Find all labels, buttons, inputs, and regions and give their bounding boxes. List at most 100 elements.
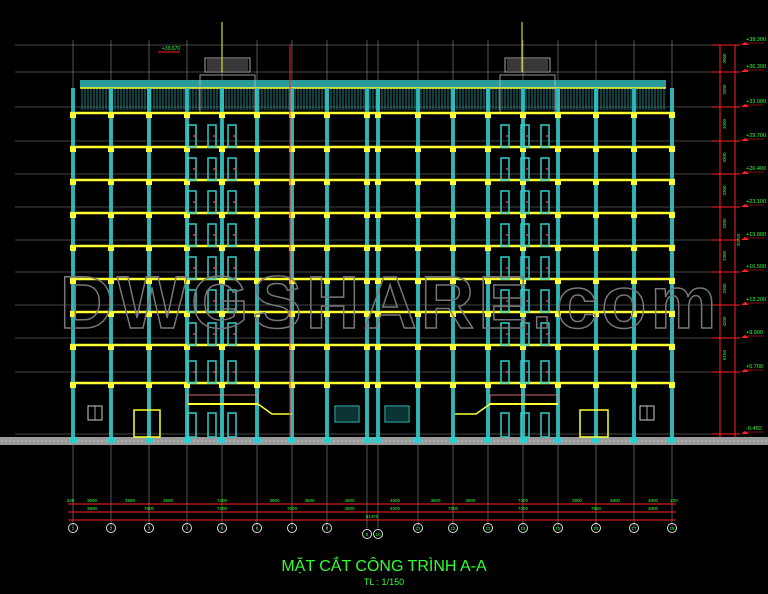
level-marker [741, 204, 749, 207]
ground-hatch-dot [473, 440, 475, 442]
ground-hatch-dot [229, 440, 231, 442]
dimension-text: 3900 [269, 498, 280, 503]
ground-hatch-dot [533, 440, 535, 442]
column-capital [485, 112, 491, 118]
door-handle [193, 300, 195, 302]
door [500, 322, 510, 346]
door-handle [233, 135, 235, 137]
door [540, 256, 550, 280]
door-handle [193, 168, 195, 170]
ground-hatch-dot [585, 440, 587, 442]
column-capital [375, 382, 381, 388]
column-capital [593, 112, 599, 118]
column-capital [669, 245, 675, 251]
door-handle [506, 333, 508, 335]
door-handle [546, 135, 548, 137]
door [207, 412, 217, 438]
ground-hatch-dot [301, 440, 303, 442]
elevation-label: +23.100 [746, 199, 766, 205]
door [540, 289, 550, 313]
column-footing [374, 437, 382, 443]
door [520, 157, 530, 181]
ground-hatch-dot [509, 440, 511, 442]
ground-hatch-dot [169, 440, 171, 442]
column-capital [146, 344, 152, 350]
ground-hatch-dot [529, 440, 531, 442]
dimension-text: 3900 [465, 498, 476, 503]
column-footing [414, 437, 422, 443]
column-capital [289, 278, 295, 284]
column-capital [184, 179, 190, 185]
door [187, 289, 197, 313]
column-capital [219, 382, 225, 388]
ground-hatch-dot [749, 440, 751, 442]
axis-bubble [413, 523, 423, 533]
door-handle [213, 371, 215, 373]
level-marker [741, 369, 749, 372]
column-capital [375, 278, 381, 284]
watermark: DWGSHARE.com [60, 261, 721, 344]
column-capital [593, 179, 599, 185]
axis-label: 18 [669, 526, 675, 531]
column-footing [253, 437, 261, 443]
axis-label: 5 [221, 526, 224, 531]
storey-height-label: 3300 [722, 152, 727, 163]
axis-bubble [667, 523, 677, 533]
column-capital [324, 179, 330, 185]
ground-hatch-dot [701, 440, 703, 442]
door-handle [213, 168, 215, 170]
column-capital [184, 146, 190, 152]
column-capital [631, 245, 637, 251]
column-capital [289, 311, 295, 317]
door-handle [233, 234, 235, 236]
ground-strip [0, 437, 768, 445]
column-capital [520, 112, 526, 118]
column-capital [146, 245, 152, 251]
ground-hatch-dot [545, 440, 547, 442]
ground-hatch-dot [389, 440, 391, 442]
ground-hatch-dot [425, 440, 427, 442]
ground-hatch-dot [569, 440, 571, 442]
ground-hatch-dot [725, 440, 727, 442]
column-capital [593, 212, 599, 218]
column-capital [631, 112, 637, 118]
door [500, 412, 510, 438]
column-capital [254, 212, 260, 218]
axis-bubble [182, 523, 192, 533]
entrance-door [579, 409, 609, 438]
column-capital [669, 146, 675, 152]
ground-hatch-dot [13, 440, 15, 442]
dimension-text: 3900 [648, 498, 659, 503]
ground-hatch-dot [741, 440, 743, 442]
door-handle [546, 333, 548, 335]
door [500, 360, 510, 384]
dimension-text: 220 [670, 498, 678, 503]
ground-hatch-dot [201, 440, 203, 442]
column-capital [146, 311, 152, 317]
door [187, 124, 197, 148]
roof-parapet-band [80, 80, 666, 88]
axis-bubble [106, 523, 116, 533]
axis-label: 11 [416, 526, 421, 531]
roof-tank [504, 57, 551, 73]
column-capital [184, 344, 190, 350]
ground-hatch-dot [705, 440, 707, 442]
axis-label: 10 [375, 532, 381, 537]
axis-bubble [362, 529, 372, 539]
door [187, 322, 197, 346]
elevation-label: +26.400 [746, 166, 766, 172]
column-capital [70, 179, 76, 185]
ground-hatch-dot [681, 440, 683, 442]
axis-label: 17 [631, 526, 637, 531]
ground-hatch-dot [649, 440, 651, 442]
dimension-text: 3900 [610, 498, 621, 503]
ground-hatch-dot [657, 440, 659, 442]
column [365, 88, 369, 437]
column-capital [70, 245, 76, 251]
door [500, 289, 510, 313]
ground-hatch-dot [277, 440, 279, 442]
ground-hatch-dot [441, 440, 443, 442]
door [500, 124, 510, 148]
column-capital [450, 344, 456, 350]
door [187, 223, 197, 247]
